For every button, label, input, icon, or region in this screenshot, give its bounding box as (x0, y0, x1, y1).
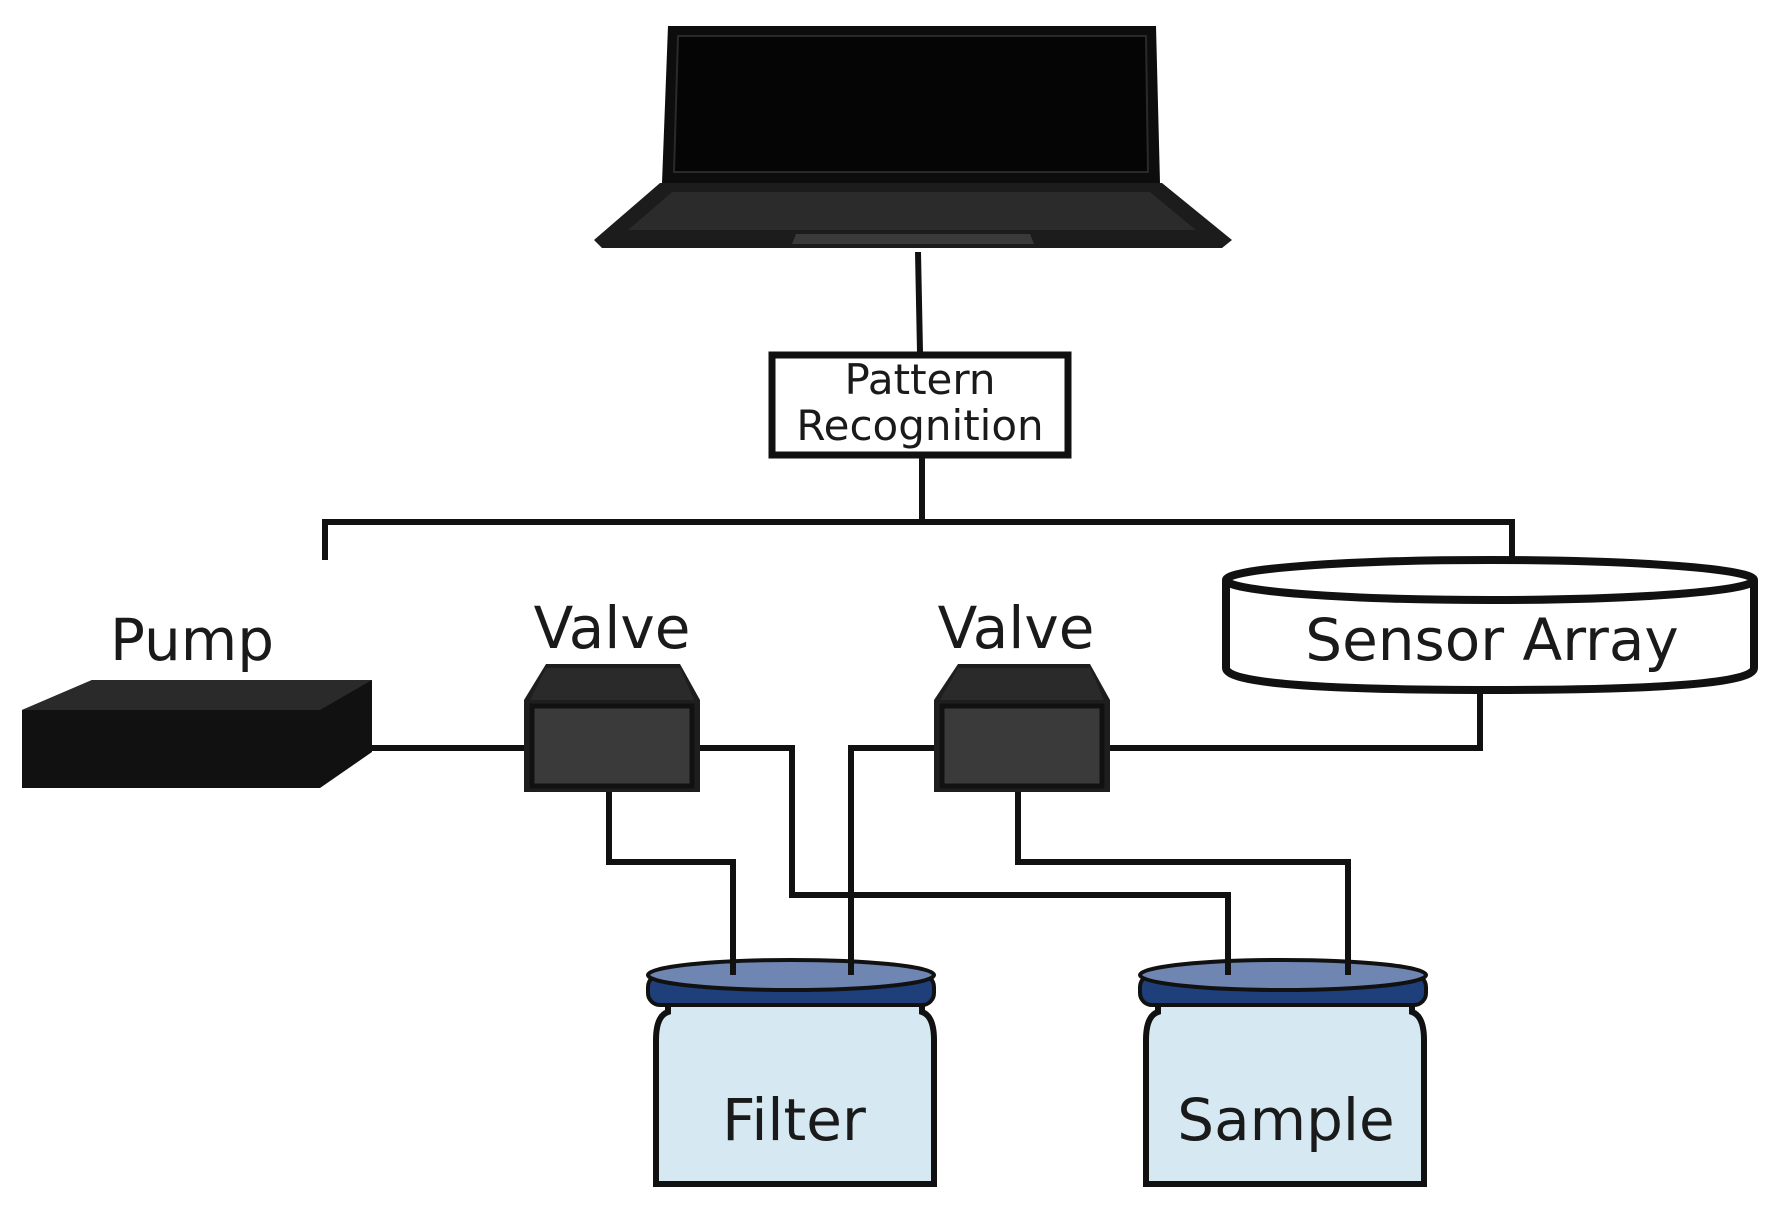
sensor-array-label: Sensor Array (1305, 606, 1678, 674)
tube-ends (730, 960, 1351, 975)
sensor-array: Sensor Array (1222, 556, 1758, 695)
filter-to-valve-right-line (848, 745, 938, 980)
laptop-to-pattern-line (915, 251, 923, 353)
pump-block: Pump (22, 606, 372, 788)
pump-label: Pump (110, 606, 274, 674)
filter-jar-cap (646, 958, 936, 1007)
sample-jar: Sample (1138, 958, 1428, 1187)
valve-left-to-filter-line (606, 748, 736, 980)
sample-jar-cap (1138, 958, 1428, 1007)
control-bus-line (322, 519, 1515, 560)
valve-right-to-sample-line (1015, 748, 1351, 980)
pattern-recognition-label-line2: Recognition (796, 401, 1043, 450)
pattern-recognition-box: Pattern Recognition (768, 351, 1072, 459)
valve-left: Valve (524, 594, 700, 792)
filter-label: Filter (722, 1086, 866, 1154)
valve-right-label: Valve (938, 594, 1095, 662)
valve-left-label: Valve (534, 594, 691, 662)
valve-left-to-sample-line (698, 745, 1231, 980)
pattern-recognition-label-line1: Pattern (844, 355, 995, 404)
sample-label: Sample (1177, 1086, 1394, 1154)
laptop-icon (594, 26, 1232, 248)
connection-lines (322, 251, 1515, 980)
valve-right: Valve (934, 594, 1110, 792)
valve-right-to-sensor-line (1106, 688, 1483, 751)
filter-jar: Filter (646, 958, 937, 1187)
